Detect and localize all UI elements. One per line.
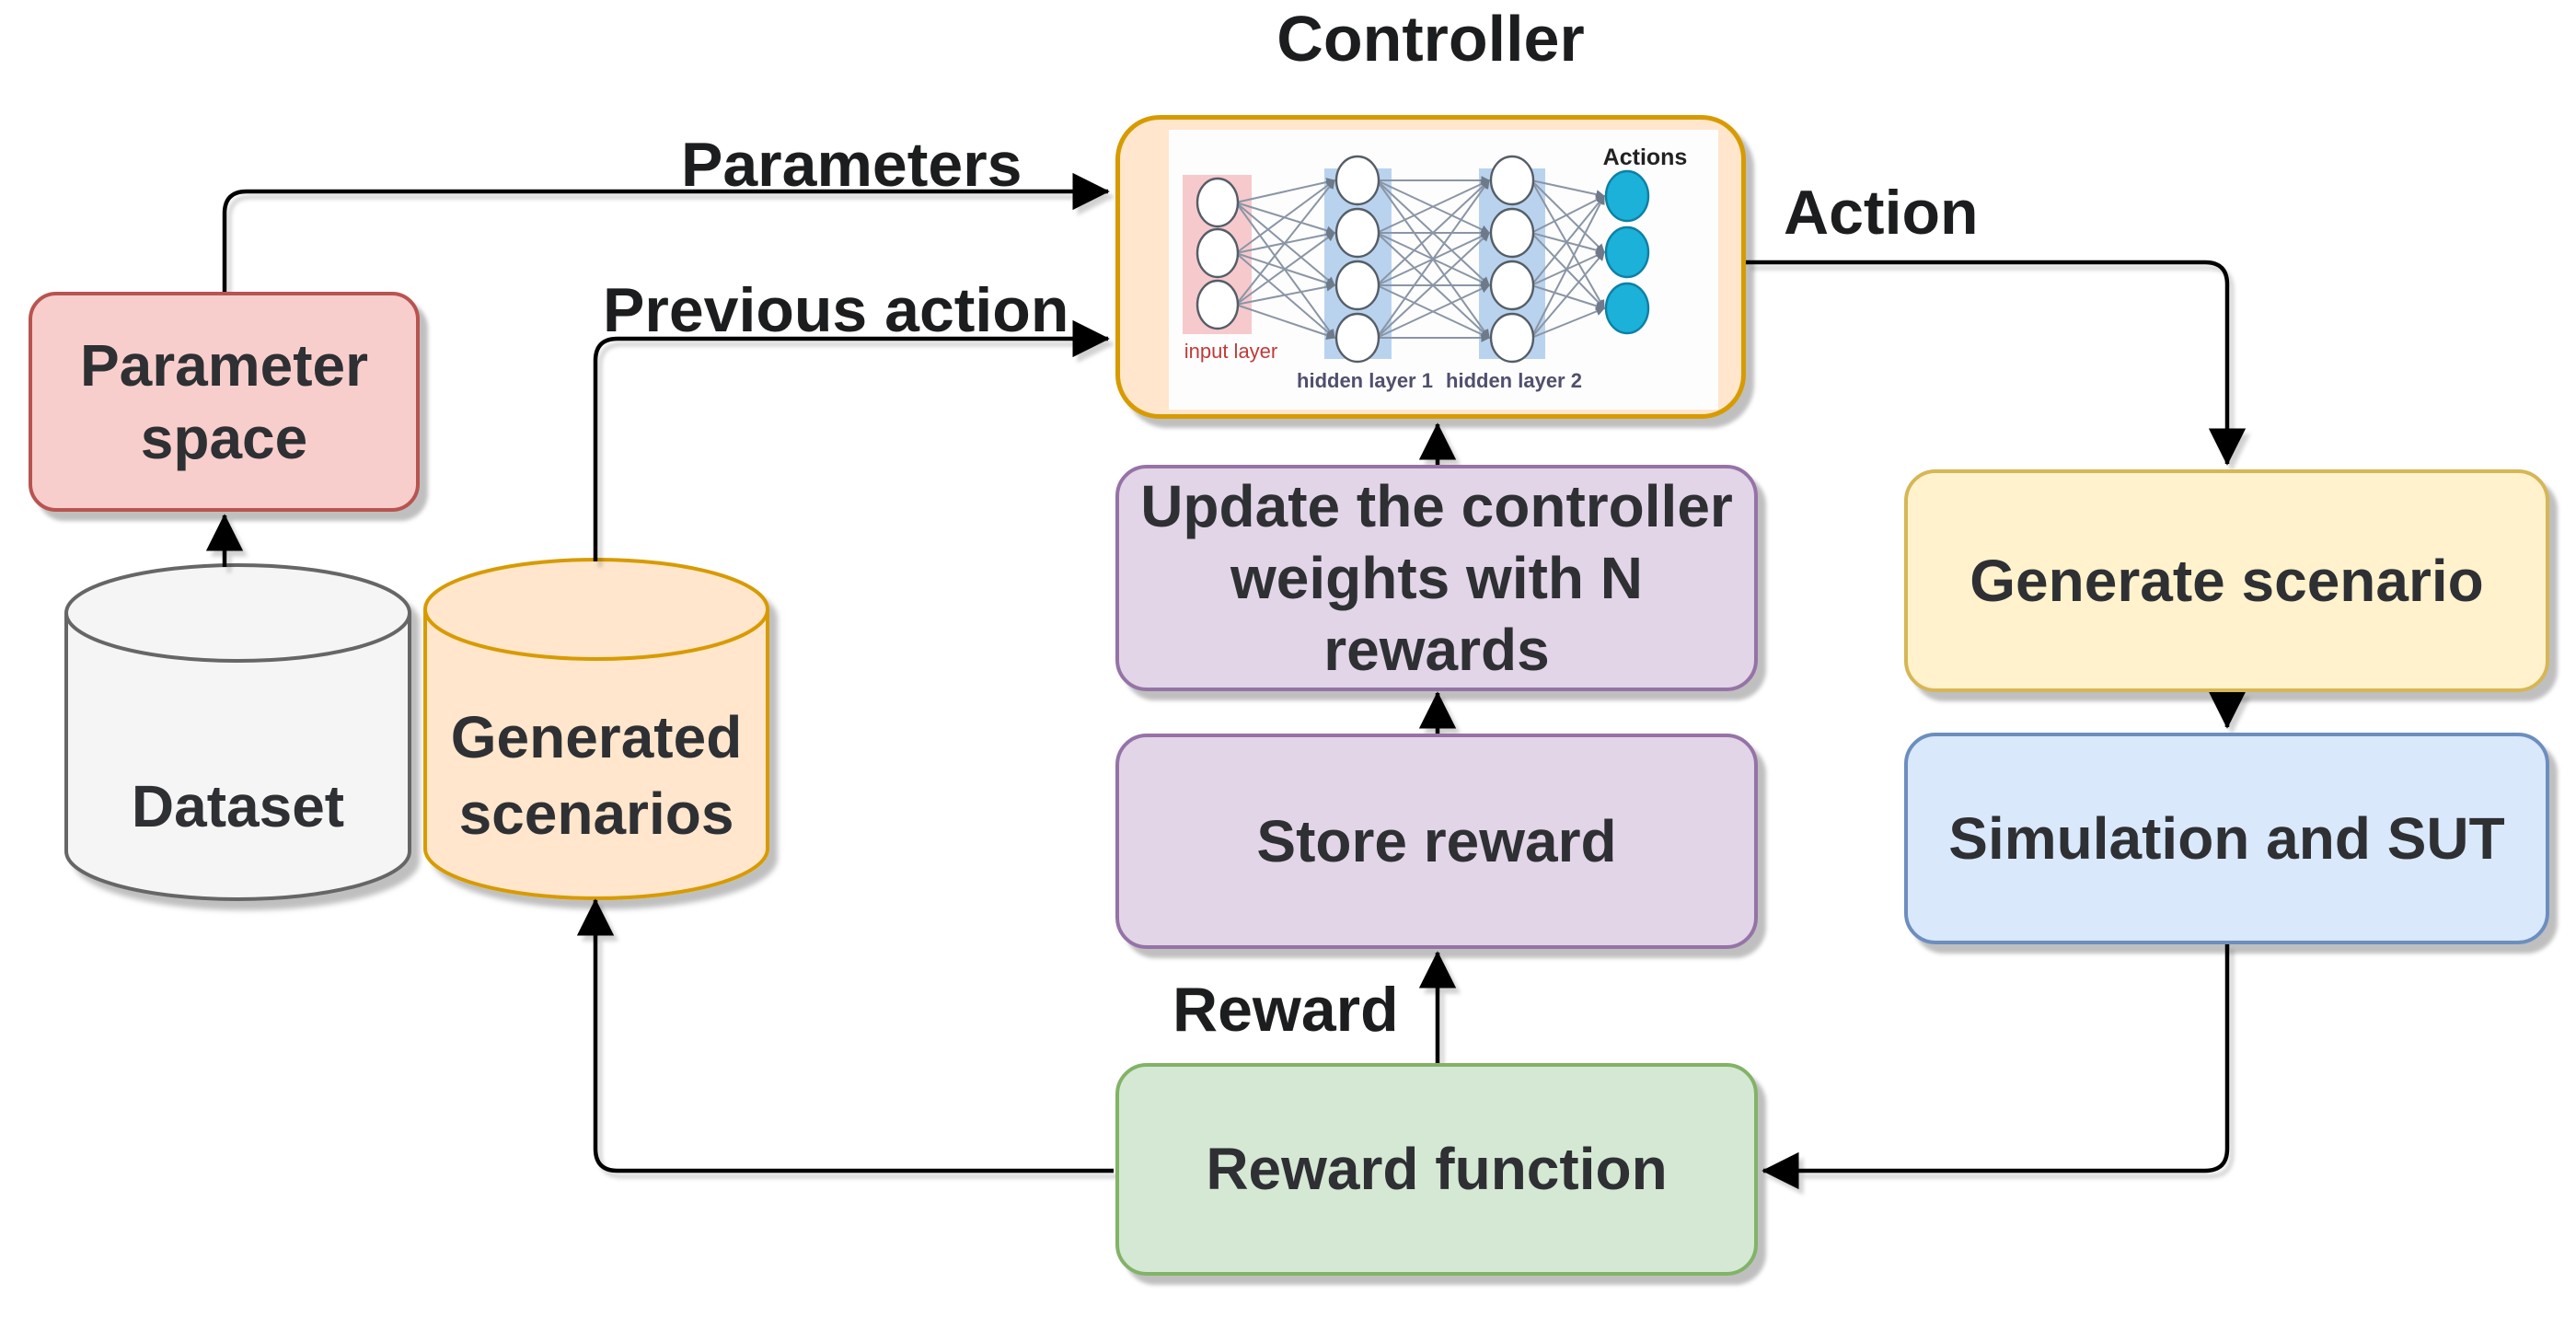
generate-scenario-box: Generate scenario	[1904, 469, 2549, 692]
edge-parameters-arrow	[222, 172, 1110, 292]
update-weights-label: Update the controller weights with N rew…	[1140, 472, 1733, 684]
parameter-space-label: Parameter space	[79, 332, 369, 471]
nn-actions-label: Actions	[1602, 145, 1688, 170]
neural-network-graphic	[1183, 155, 1650, 364]
neural-network-image: input layer hidden layer 1 hidden layer …	[1169, 130, 1718, 410]
store-reward-label: Store reward	[1256, 807, 1617, 874]
simulation-sut-box: Simulation and SUT	[1904, 733, 2549, 944]
edge-action-arrow	[1746, 260, 2247, 466]
nn-hidden-layer-2-label: hidden layer 2	[1446, 369, 1582, 392]
dataset-label: Dataset	[131, 773, 345, 839]
generated-scenarios-cylinder	[423, 558, 769, 900]
controller-box: input layer hidden layer 1 hidden layer …	[1115, 115, 1746, 419]
simulation-sut-label: Simulation and SUT	[1948, 804, 2505, 872]
nn-hidden-layer-1-label: hidden layer 1	[1297, 369, 1433, 392]
edge-reward-function-to-generated-scenarios	[576, 898, 1114, 1173]
edge-simulation-to-reward-function	[1762, 944, 2230, 1190]
generated-scenarios-label: Generated scenarios	[450, 704, 743, 848]
update-weights-box: Update the controller weights with N rew…	[1115, 465, 1758, 691]
dataset-cylinder	[64, 563, 411, 901]
previous-action-edge-label: Previous action	[603, 275, 1069, 345]
generate-scenario-label: Generate scenario	[1970, 547, 2484, 614]
controller-title: Controller	[1276, 3, 1585, 75]
parameters-edge-label: Parameters	[681, 130, 1022, 200]
edge-previous-action-arrow	[593, 319, 1110, 561]
reward-function-box: Reward function	[1115, 1063, 1758, 1276]
parameter-space-box: Parameter space	[29, 292, 420, 512]
action-edge-label: Action	[1784, 178, 1979, 248]
store-reward-box: Store reward	[1115, 734, 1758, 949]
reward-edge-label: Reward	[1172, 975, 1399, 1045]
nn-input-layer-label: input layer	[1184, 340, 1278, 363]
reward-function-label: Reward function	[1206, 1136, 1668, 1203]
